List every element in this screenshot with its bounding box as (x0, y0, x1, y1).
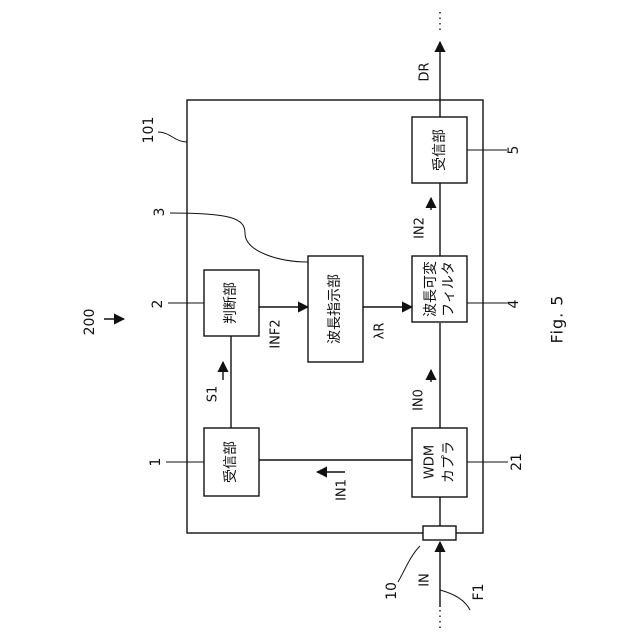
figure-caption: Fig. 5 (548, 295, 567, 344)
signal-s1-label: S1 (206, 386, 221, 403)
ref-3: 3 (152, 208, 168, 217)
signal-in-label: IN (418, 573, 433, 587)
ref-200: 200 (82, 309, 98, 336)
tunable-filter-label-1: 波長可変 (422, 261, 439, 317)
tunable-filter-block (412, 256, 467, 322)
ref-5: 5 (506, 146, 522, 155)
signal-inf2-label: INF2 (269, 319, 284, 348)
wavelength-instruction-label: 波長指示部 (327, 274, 343, 344)
signal-lambda-r-label: λR (373, 323, 388, 340)
signal-in2-label: IN2 (413, 217, 428, 239)
ref-101: 101 (141, 117, 157, 144)
wdm-label-1: WDM (423, 445, 438, 479)
ref-f1: F1 (471, 584, 487, 601)
leader-101 (158, 132, 187, 142)
receiver-5-label: 受信部 (432, 129, 448, 171)
judgment-label: 判断部 (223, 282, 239, 324)
connector-10 (423, 526, 456, 540)
tunable-filter-label-2: フィルタ (441, 261, 457, 317)
ref-4: 4 (506, 299, 522, 308)
ref-10: 10 (384, 582, 400, 600)
wdm-coupler-block (412, 428, 467, 497)
ref-21: 21 (509, 453, 525, 471)
leader-f1 (440, 590, 470, 610)
signal-in1-label: IN1 (335, 479, 350, 501)
signal-in0-label: IN0 (412, 389, 427, 411)
signal-dr-label: DR (418, 62, 433, 81)
ref-1: 1 (148, 458, 164, 467)
wdm-label-2: カプラ (441, 441, 457, 483)
ref-2: 2 (150, 300, 166, 309)
receiver-1-label: 受信部 (223, 441, 239, 483)
